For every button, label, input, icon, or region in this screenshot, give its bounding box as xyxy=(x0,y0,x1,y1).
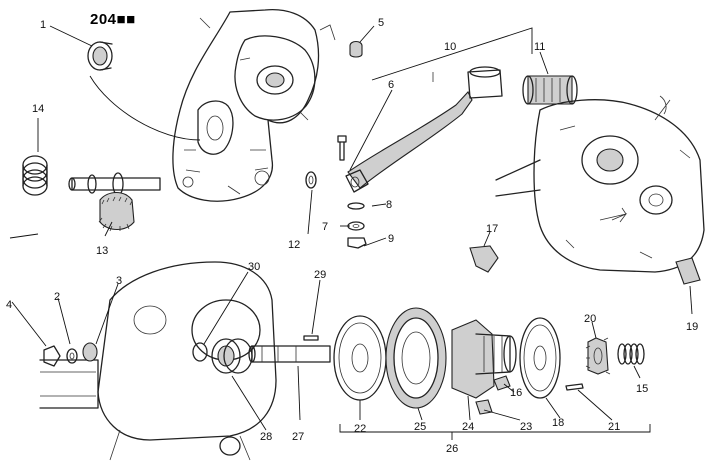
part-29-pin xyxy=(303,335,319,341)
callout-17: 17 xyxy=(486,223,498,235)
callout-labels: 1 2 3 4 5 6 7 8 9 10 11 12 13 14 15 16 1… xyxy=(6,17,698,455)
callout-20: 20 xyxy=(584,313,596,325)
callout-12: 12 xyxy=(288,239,300,251)
callout-22: 22 xyxy=(354,423,366,435)
part-15-spring xyxy=(617,343,645,365)
callout-14: 14 xyxy=(32,103,44,115)
part-5-plug xyxy=(349,40,363,58)
part-18-disc xyxy=(519,317,561,399)
part-22-disc xyxy=(333,315,387,401)
part-17-bracket xyxy=(469,245,499,273)
lower-housing-drawing xyxy=(39,261,277,461)
callout-10: 10 xyxy=(444,41,456,53)
callout-26: 26 xyxy=(446,443,458,455)
upper-housing-drawing xyxy=(172,8,336,202)
part-12-washer xyxy=(305,171,317,189)
right-crankcase-drawing xyxy=(495,95,705,273)
part-13-shaft xyxy=(68,172,161,232)
part-14-spring xyxy=(22,155,48,196)
callout-16: 16 xyxy=(510,387,522,399)
callout-29: 29 xyxy=(314,269,326,281)
callout-23: 23 xyxy=(520,421,532,433)
part-27-shaft xyxy=(248,345,331,363)
callout-15: 15 xyxy=(636,383,648,395)
callout-1: 1 xyxy=(40,19,46,31)
callout-30: 30 xyxy=(248,261,260,273)
part-28-bearing xyxy=(211,338,253,374)
callout-6: 6 xyxy=(388,79,394,91)
part-16-spring xyxy=(493,375,511,391)
part-6-bolt xyxy=(337,135,347,161)
callout-19: 19 xyxy=(686,321,698,333)
leader-lines xyxy=(9,25,693,440)
callout-27: 27 xyxy=(292,431,304,443)
callout-11: 11 xyxy=(534,41,545,53)
part-1-ring xyxy=(87,41,113,71)
part-20-sprocket xyxy=(585,337,611,375)
callout-3: 3 xyxy=(116,275,122,287)
part-10-kickstart-lever xyxy=(345,66,503,193)
diagram-title: 204■■ xyxy=(90,11,136,28)
callout-24: 24 xyxy=(462,421,474,433)
part-30-circlip xyxy=(192,342,208,362)
part-21-pin xyxy=(565,383,584,391)
callout-4: 4 xyxy=(6,299,12,311)
callout-13: 13 xyxy=(96,245,108,257)
parts-2-3-4 xyxy=(43,342,98,367)
callout-9: 9 xyxy=(388,233,394,245)
callout-8: 8 xyxy=(386,199,392,211)
parts-7-8-9-fasteners xyxy=(347,202,367,249)
callout-21: 21 xyxy=(608,421,620,433)
callout-7: 7 xyxy=(322,221,328,233)
part-11-needle-bearing xyxy=(522,75,578,105)
part-25-ring-gear xyxy=(385,307,447,409)
callout-28: 28 xyxy=(260,431,272,443)
callout-2: 2 xyxy=(54,291,60,303)
callout-18: 18 xyxy=(552,417,564,429)
part-24-differential xyxy=(451,319,517,399)
callout-25: 25 xyxy=(414,421,426,433)
callout-5: 5 xyxy=(378,17,384,29)
part-19-block xyxy=(675,257,701,285)
